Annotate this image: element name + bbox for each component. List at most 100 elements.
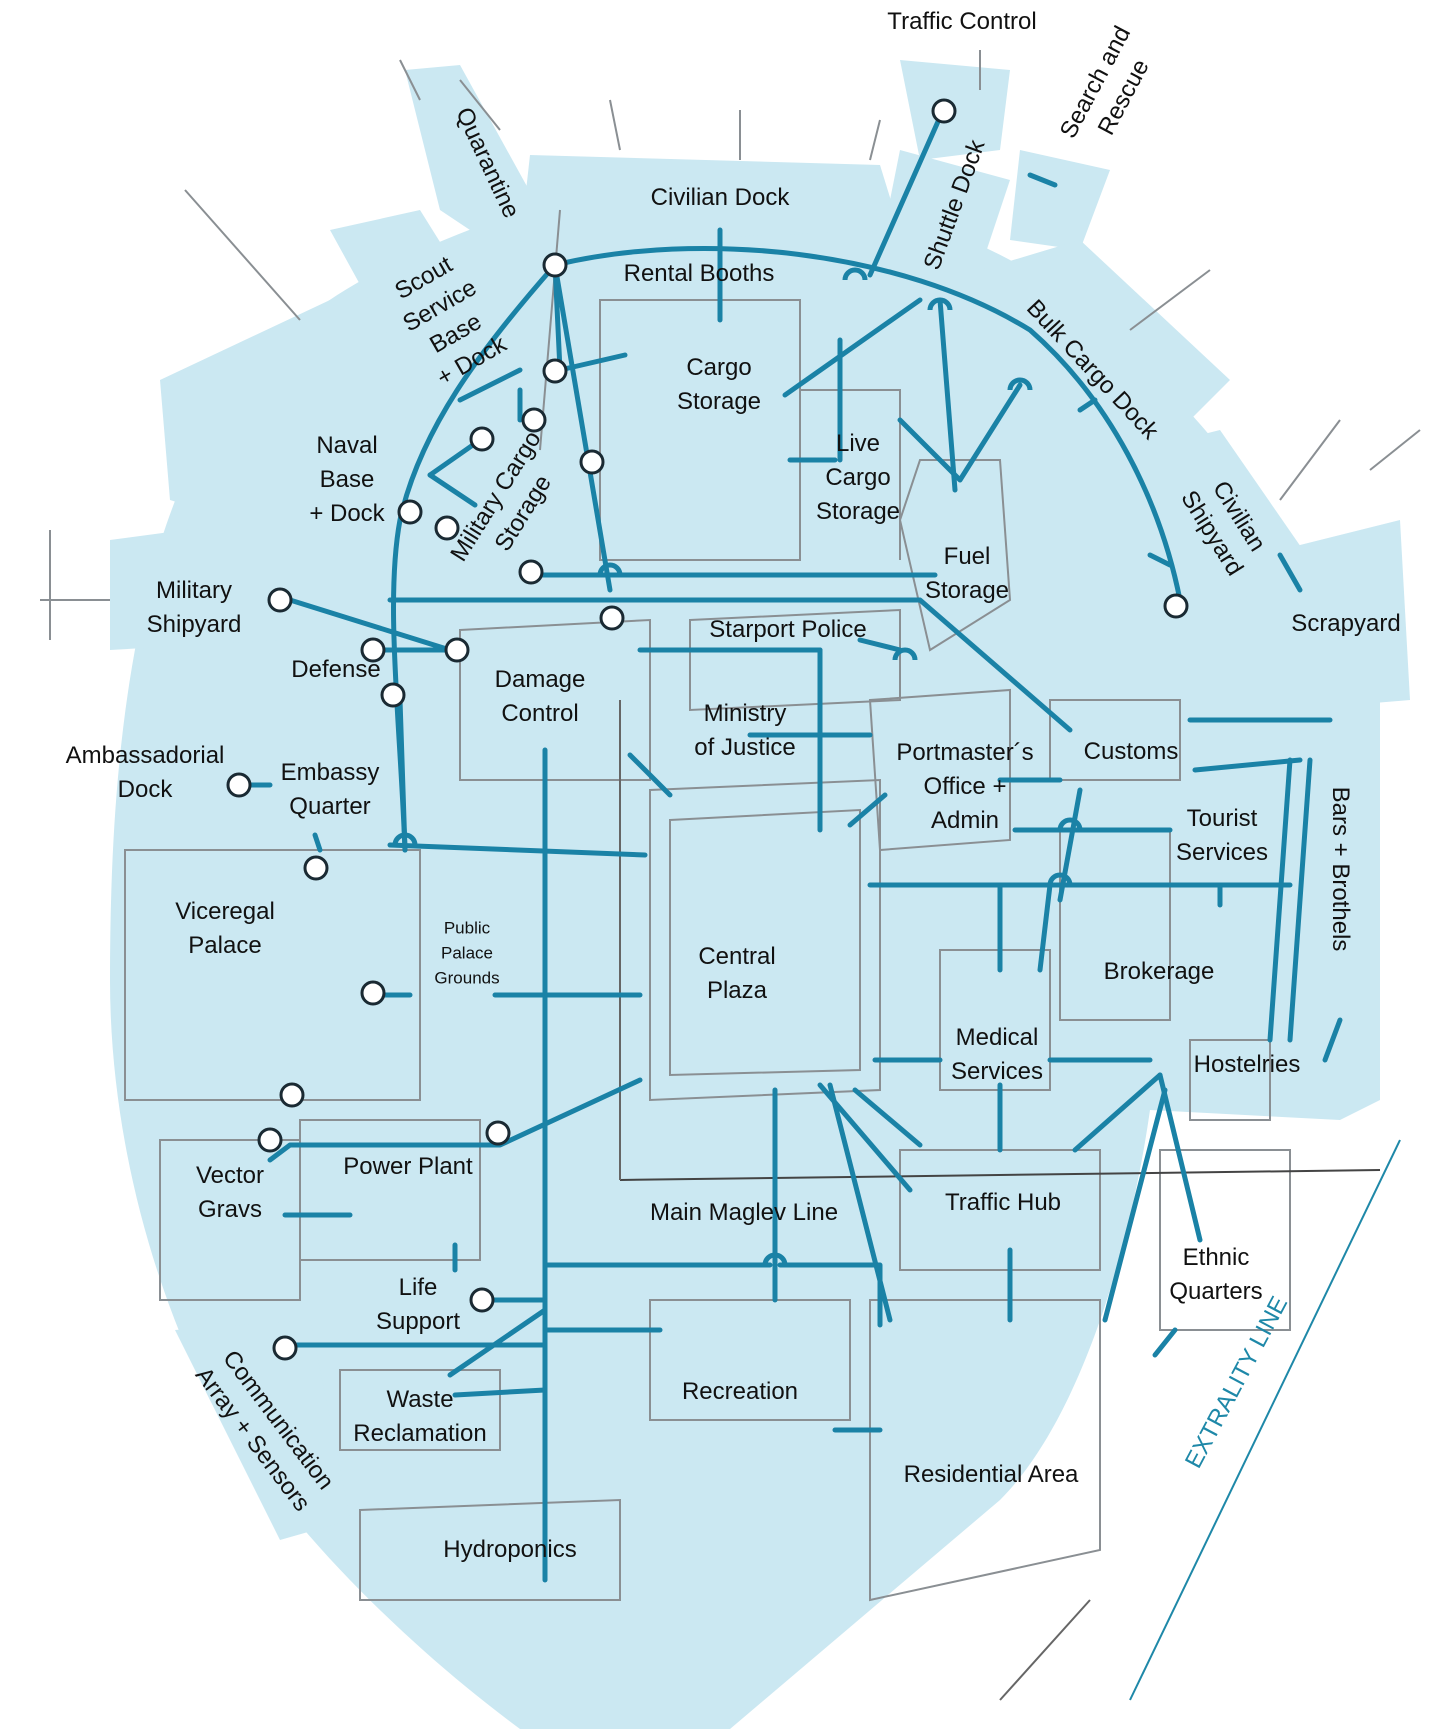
label-hostelries: Hostelries bbox=[1194, 1048, 1301, 1082]
transit-routes bbox=[237, 105, 1343, 1583]
label-line: Gravs bbox=[197, 1196, 263, 1223]
label-line: + Dock bbox=[309, 500, 385, 527]
label-line: Cargo bbox=[825, 464, 891, 491]
label-recreation: Recreation bbox=[682, 1375, 798, 1409]
label-line: Tourist bbox=[1186, 805, 1258, 832]
label-line: Hydroponics bbox=[443, 1536, 577, 1563]
ambassadorial-zone bbox=[150, 690, 240, 820]
label-line: Quarter bbox=[289, 793, 371, 820]
label-line: Bars + Brothels bbox=[1327, 786, 1354, 952]
label-line: Fuel bbox=[943, 543, 991, 570]
label-line: Scrapyard bbox=[1291, 610, 1401, 637]
label-line: Ministry bbox=[703, 700, 787, 727]
label-line: Quarters bbox=[1169, 1278, 1263, 1305]
label-hydroponics: Hydroponics bbox=[443, 1533, 576, 1567]
label-line: Medical bbox=[955, 1024, 1039, 1051]
scout-zone bbox=[330, 210, 520, 430]
quarantine-zone bbox=[405, 65, 540, 250]
label-line: Portmaster´s bbox=[896, 739, 1034, 766]
label-line: Brokerage bbox=[1103, 958, 1215, 985]
label-starport-police: Starport Police bbox=[709, 613, 866, 647]
label-line: Palace bbox=[441, 943, 493, 963]
label-line: Customs bbox=[1083, 738, 1179, 765]
label-line: Reclamation bbox=[353, 1420, 487, 1447]
label-line: Admin bbox=[930, 807, 1000, 834]
label-traffic-hub: Traffic Hub bbox=[945, 1186, 1061, 1220]
label-traffic-control: Traffic Control bbox=[887, 5, 1036, 39]
label-line: Storage bbox=[924, 577, 1010, 604]
label-bars-brothels: Bars + Brothels bbox=[1324, 787, 1356, 952]
label-line: Plaza bbox=[706, 977, 768, 1004]
label-line: Public bbox=[443, 918, 491, 938]
label-line: Cargo bbox=[686, 354, 752, 381]
label-rental-booths: Rental Booths bbox=[624, 257, 775, 291]
label-line: Traffic Hub bbox=[944, 1189, 1062, 1216]
label-line: Base bbox=[319, 466, 375, 493]
label-line: Office + bbox=[923, 773, 1007, 800]
label-line: Civilian Dock bbox=[650, 184, 790, 211]
label-line: Storage bbox=[815, 498, 901, 525]
label-line: Waste bbox=[386, 1386, 454, 1413]
label-line: Hostelries bbox=[1193, 1051, 1301, 1078]
label-line: Live bbox=[835, 430, 881, 457]
label-line: Vector bbox=[195, 1162, 265, 1189]
label-line: Rental Booths bbox=[623, 260, 775, 287]
label-brokerage: Brokerage bbox=[1104, 955, 1215, 989]
label-line: Embassy bbox=[280, 759, 380, 786]
civilian-dock-zone bbox=[520, 155, 900, 245]
label-line: Viceregal bbox=[175, 898, 275, 925]
label-line: Life bbox=[398, 1274, 438, 1301]
route-crossover-icon bbox=[392, 267, 1083, 1266]
label-line: Traffic Control bbox=[887, 8, 1037, 35]
label-line: Palace bbox=[188, 932, 262, 959]
label-line: Starport Police bbox=[709, 616, 867, 643]
label-customs: Customs bbox=[1084, 735, 1179, 769]
military-shipyard-zone bbox=[110, 520, 280, 650]
label-line: Shipyard bbox=[146, 611, 242, 638]
route-endpoint-icon bbox=[226, 98, 1189, 1361]
label-line: Defense bbox=[291, 656, 381, 683]
label-defense: Defense bbox=[291, 653, 380, 687]
label-scrapyard: Scrapyard bbox=[1291, 607, 1400, 641]
label-line: Storage bbox=[676, 388, 762, 415]
label-line: Military bbox=[155, 577, 232, 604]
label-line: Dock bbox=[117, 776, 173, 803]
bulk-cargo-zone bbox=[980, 240, 1230, 450]
communication-zone bbox=[175, 1320, 350, 1540]
label-line: Central bbox=[698, 943, 776, 970]
scrapyard-zone bbox=[1240, 520, 1410, 710]
label-line: Damage bbox=[494, 666, 586, 693]
label-line: Services bbox=[1175, 839, 1269, 866]
label-line: of Justice bbox=[694, 734, 796, 761]
label-line: Support bbox=[375, 1308, 461, 1335]
label-ministry-of-justice: Ministry of Justice bbox=[694, 697, 795, 765]
label-line: Power Plant bbox=[343, 1153, 473, 1180]
label-residential-area: Residential Area bbox=[904, 1458, 1079, 1492]
label-line: Grounds bbox=[434, 968, 500, 988]
label-civilian-dock: Civilian Dock bbox=[651, 181, 790, 215]
label-line: Ethnic bbox=[1182, 1244, 1250, 1271]
outer-arc-route bbox=[552, 245, 1183, 603]
label-line: Residential Area bbox=[903, 1461, 1079, 1488]
label-line: Control bbox=[501, 700, 579, 727]
label-line: Ambassadorial bbox=[65, 742, 225, 769]
